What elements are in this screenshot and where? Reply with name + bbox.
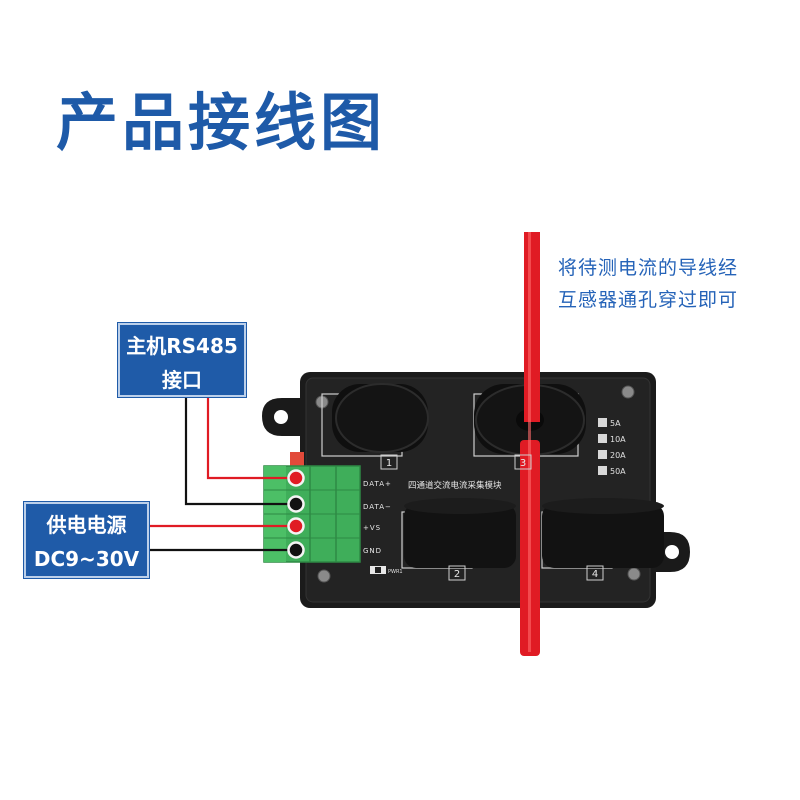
instruction-line-2: 互感器通孔穿过即可 xyxy=(558,289,739,311)
screw-top-right xyxy=(621,385,635,399)
board-title: 四通道交流电流采集模块 xyxy=(408,480,502,491)
right-mounting-hole xyxy=(665,545,679,559)
left-mounting-hole xyxy=(274,410,288,424)
data-minus-wire xyxy=(184,397,296,506)
screw-bottom-right xyxy=(627,567,641,581)
terminal-screw-4 xyxy=(287,541,305,559)
range-label-5a: 5A xyxy=(610,419,621,428)
terminal-label-data-plus: DATA+ xyxy=(363,480,392,488)
power-led xyxy=(370,566,386,574)
terminal-screw-3 xyxy=(287,517,305,535)
range-label-50a: 50A xyxy=(610,467,626,476)
channel-number-2: 2 xyxy=(454,569,460,580)
terminal-label-vs: +VS xyxy=(363,524,381,532)
terminal-block xyxy=(263,465,361,563)
screw-bottom-left xyxy=(317,569,331,583)
terminal-screw-2 xyxy=(287,495,305,513)
channel-number-1: 1 xyxy=(386,458,392,469)
ct-channel-4 xyxy=(542,498,664,568)
data-plus-wire xyxy=(206,397,296,480)
host-label-line-1: 主机RS485 xyxy=(126,334,238,358)
ct-channel-1 xyxy=(332,383,429,453)
range-option-squares xyxy=(598,418,607,475)
terminal-screw-1 xyxy=(287,469,305,487)
measured-wire-top xyxy=(524,232,540,422)
power-led-label: PWR1 xyxy=(388,569,403,575)
host-rs485-label: 主机RS485 接口 xyxy=(118,323,246,397)
instruction-line-1: 将待测电流的导线经 xyxy=(558,257,739,279)
page-title: 产品接线图 xyxy=(56,86,387,159)
host-label-line-2: 接口 xyxy=(162,368,202,392)
wire-highlight xyxy=(528,232,531,652)
range-label-20a: 20A xyxy=(610,451,626,460)
range-label-10a: 10A xyxy=(610,435,626,444)
power-label-line-2: DC9~30V xyxy=(33,547,140,571)
instruction-note: 将待测电流的导线经 互感器通孔穿过即可 xyxy=(558,252,738,316)
terminal-screws xyxy=(287,469,305,559)
power-supply-label: 供电电源 DC9~30V xyxy=(24,502,149,578)
terminal-red-tab xyxy=(290,452,304,466)
screws xyxy=(315,385,641,583)
terminal-label-gnd: GND xyxy=(363,547,382,555)
ct-channel-2 xyxy=(404,498,516,568)
channel-number-3: 3 xyxy=(520,458,526,469)
channel-number-4: 4 xyxy=(592,569,598,580)
power-label-line-1: 供电电源 xyxy=(46,513,127,537)
terminal-label-data-minus: DATA− xyxy=(363,503,392,511)
